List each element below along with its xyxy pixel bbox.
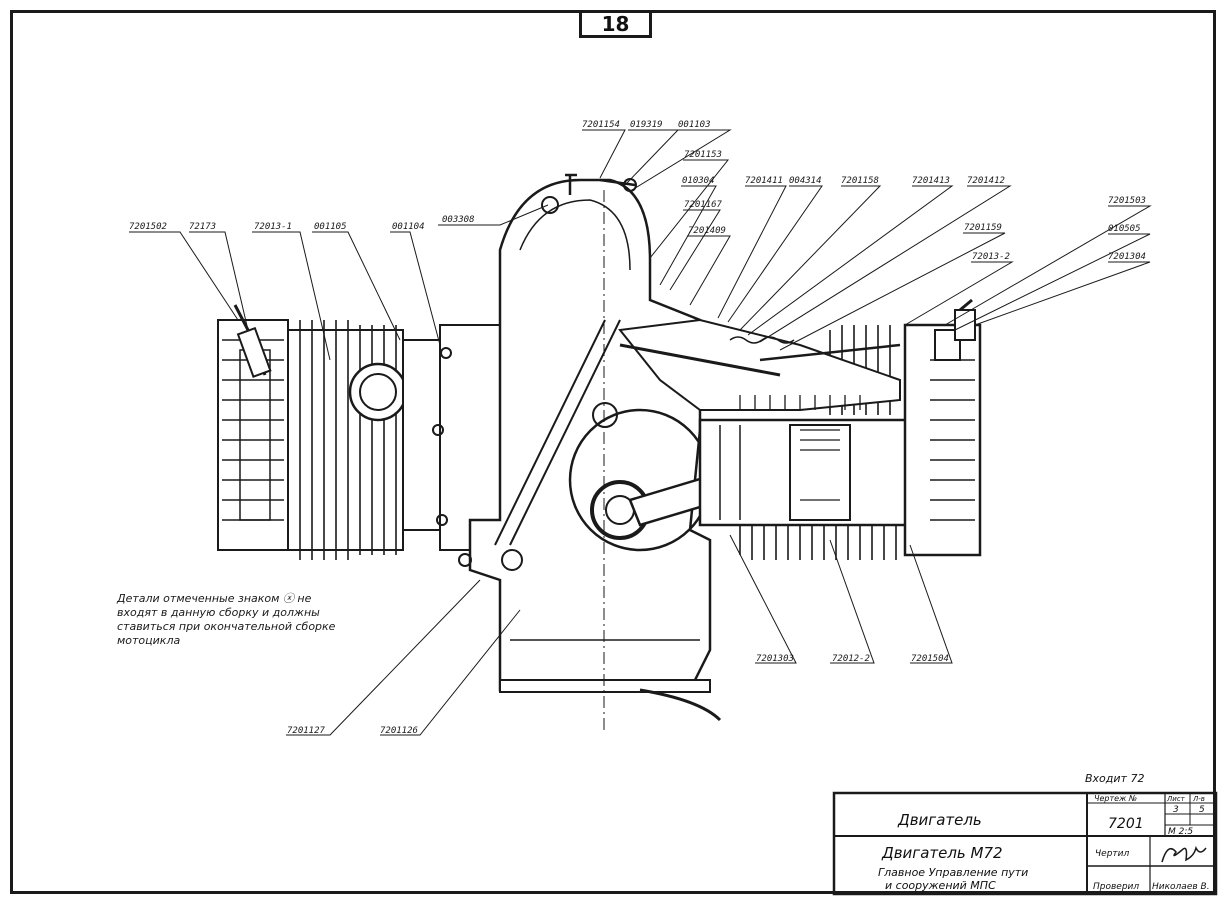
cylinder-flange (402, 324, 501, 551)
label-019319: 019319 (630, 120, 663, 130)
label-7201503: 7201503 (1108, 196, 1146, 206)
label-7201127: 7201127 (287, 726, 326, 736)
label-001104: 001104 (392, 222, 425, 232)
label-7201502: 7201502 (129, 222, 167, 232)
label-7201126: 7201126 (380, 726, 418, 736)
vkhodit-label: Входит 72 (1085, 772, 1144, 785)
label-001103: 001103 (678, 120, 711, 130)
proveril-name: Николаев В. (1152, 882, 1210, 892)
note-line-2: входят в данную сборку и должны (117, 606, 320, 619)
part-labels: 7201502 72173 72013-1 001105 001104 0033… (129, 120, 1146, 736)
label-7201412: 7201412 (967, 176, 1005, 186)
scale: М 2:5 (1168, 827, 1193, 837)
proveril-label: Проверил (1093, 882, 1139, 892)
label-7201304: 7201304 (1108, 252, 1146, 262)
title-block: Входит 72 Двигатель Чертеж № Лист Л-в 72… (832, 772, 1218, 896)
listov-label: Л-в (1192, 795, 1205, 803)
note-line-1: Детали отмеченные знаком ⓧ не (116, 592, 312, 605)
label-72012-2: 72012-2 (832, 654, 870, 664)
label-010505: 010505 (1108, 224, 1141, 234)
label-7201504: 7201504 (911, 654, 949, 664)
note-line-4: мотоцикла (117, 634, 180, 647)
label-7201167: 7201167 (684, 200, 723, 210)
product-name: Двигатель М72 (881, 844, 1003, 862)
title-name: Двигатель (897, 811, 982, 829)
page-number: 18 (579, 10, 652, 38)
left-cylinder-fins (287, 320, 408, 560)
valve-assembly (618, 318, 901, 411)
label-003308: 003308 (442, 215, 475, 225)
label-72173: 72173 (189, 222, 216, 232)
right-cylinder-head (903, 323, 982, 557)
assembly-note: Детали отмеченные знаком ⓧ не входят в д… (116, 592, 336, 647)
label-010304: 010304 (682, 176, 715, 186)
leader-lines (129, 129, 1152, 736)
chertezh-label: Чертеж № (1094, 794, 1137, 803)
label-7201154: 7201154 (582, 120, 620, 130)
list-label: Лист (1166, 795, 1186, 803)
label-7201411: 7201411 (745, 176, 783, 186)
right-cylinder (698, 325, 912, 560)
crankcase (458, 178, 722, 722)
sheet-count: 5 (1199, 805, 1205, 815)
label-7201409: 7201409 (688, 226, 726, 236)
label-7201159: 7201159 (964, 223, 1002, 233)
label-72013-1: 72013-1 (254, 222, 292, 232)
drawing-number: 7201 (1108, 816, 1144, 832)
chertil-signature (1161, 845, 1207, 863)
label-7201413: 7201413 (912, 176, 950, 186)
org-line-2: и сооружений МПС (885, 879, 996, 892)
label-7201158: 7201158 (841, 176, 879, 186)
label-7201153: 7201153 (684, 150, 722, 160)
chertil-label: Чертил (1095, 849, 1130, 859)
label-72013-2: 72013-2 (972, 252, 1010, 262)
label-7201303: 7201303 (756, 654, 794, 664)
org-line-1: Главное Управление пути (878, 866, 1028, 879)
label-004314: 004314 (789, 176, 822, 186)
engine-illustration (217, 173, 982, 730)
sheet-number: 3 (1173, 805, 1179, 815)
label-001105: 001105 (314, 222, 347, 232)
note-line-3: ставиться при окончательной сборке (117, 620, 336, 633)
